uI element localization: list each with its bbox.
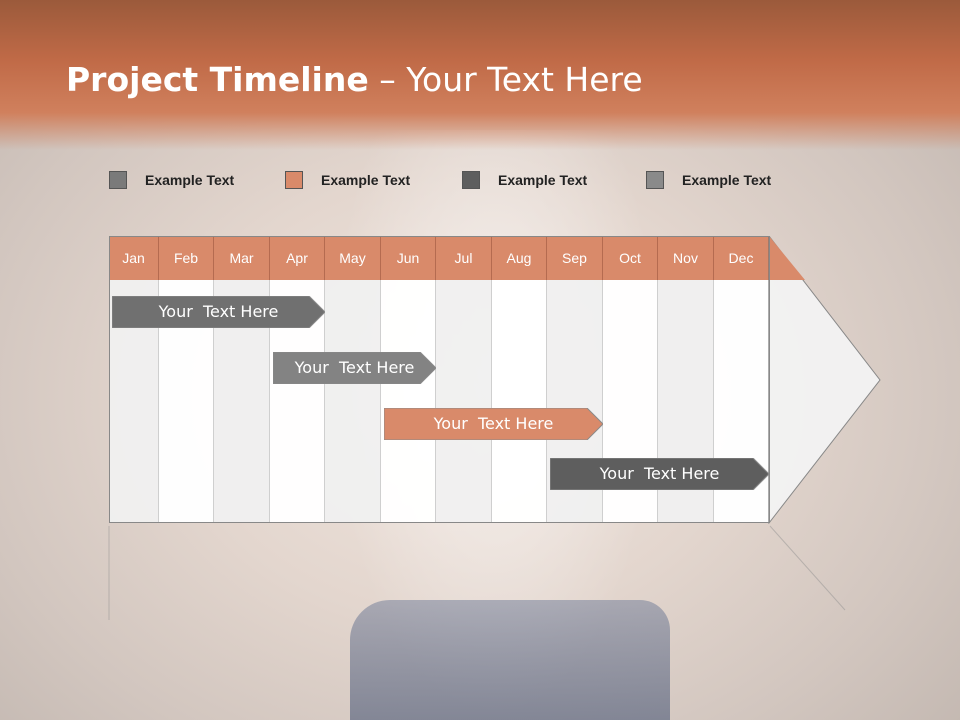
month-column-aug xyxy=(492,280,547,522)
timeline-arrow-frame xyxy=(109,236,881,524)
month-header-jul: Jul xyxy=(436,236,492,280)
month-header-dec: Dec xyxy=(714,236,769,280)
month-header-sep: Sep xyxy=(547,236,603,280)
month-header-jun: Jun xyxy=(381,236,436,280)
title-subtitle: – Your Text Here xyxy=(368,60,643,99)
task-label-3: Your Text Here xyxy=(433,414,554,433)
month-header-aug: Aug xyxy=(492,236,547,280)
task-label-2: Your Text Here xyxy=(294,358,415,377)
task-label-4: Your Text Here xyxy=(599,464,720,483)
legend-label-3: Example Text xyxy=(498,172,588,188)
legend-item-2: Example Text xyxy=(285,170,410,190)
legend-item-1: Example Text xyxy=(109,170,234,190)
legend-swatch-4 xyxy=(646,171,664,189)
title-bold: Project Timeline xyxy=(66,60,369,99)
month-header-may: May xyxy=(325,236,381,280)
month-header-feb: Feb xyxy=(159,236,214,280)
legend-swatch-1 xyxy=(109,171,127,189)
month-column-jun xyxy=(381,280,436,522)
task-arrow-1: Your Text Here xyxy=(112,296,325,328)
legend-label-2: Example Text xyxy=(321,172,411,188)
month-column-may xyxy=(325,280,381,522)
task-label-1: Your Text Here xyxy=(158,302,279,321)
page-title: Project Timeline – Your Text Here xyxy=(66,60,643,99)
task-arrow-2: Your Text Here xyxy=(273,352,436,384)
background-jeans xyxy=(350,600,670,720)
month-header-nov: Nov xyxy=(658,236,714,280)
legend-label-4: Example Text xyxy=(682,172,772,188)
month-header-jan: Jan xyxy=(109,236,159,280)
month-header-mar: Mar xyxy=(214,236,270,280)
legend-item-4: Example Text xyxy=(646,170,771,190)
header-band xyxy=(0,0,960,150)
month-header-apr: Apr xyxy=(270,236,325,280)
legend-label-1: Example Text xyxy=(145,172,235,188)
legend-item-3: Example Text xyxy=(462,170,587,190)
legend-swatch-2 xyxy=(285,171,303,189)
legend-swatch-3 xyxy=(462,171,480,189)
month-column-jul xyxy=(436,280,492,522)
task-arrow-4: Your Text Here xyxy=(550,458,769,490)
month-header-oct: Oct xyxy=(603,236,658,280)
task-arrow-3: Your Text Here xyxy=(384,408,603,440)
